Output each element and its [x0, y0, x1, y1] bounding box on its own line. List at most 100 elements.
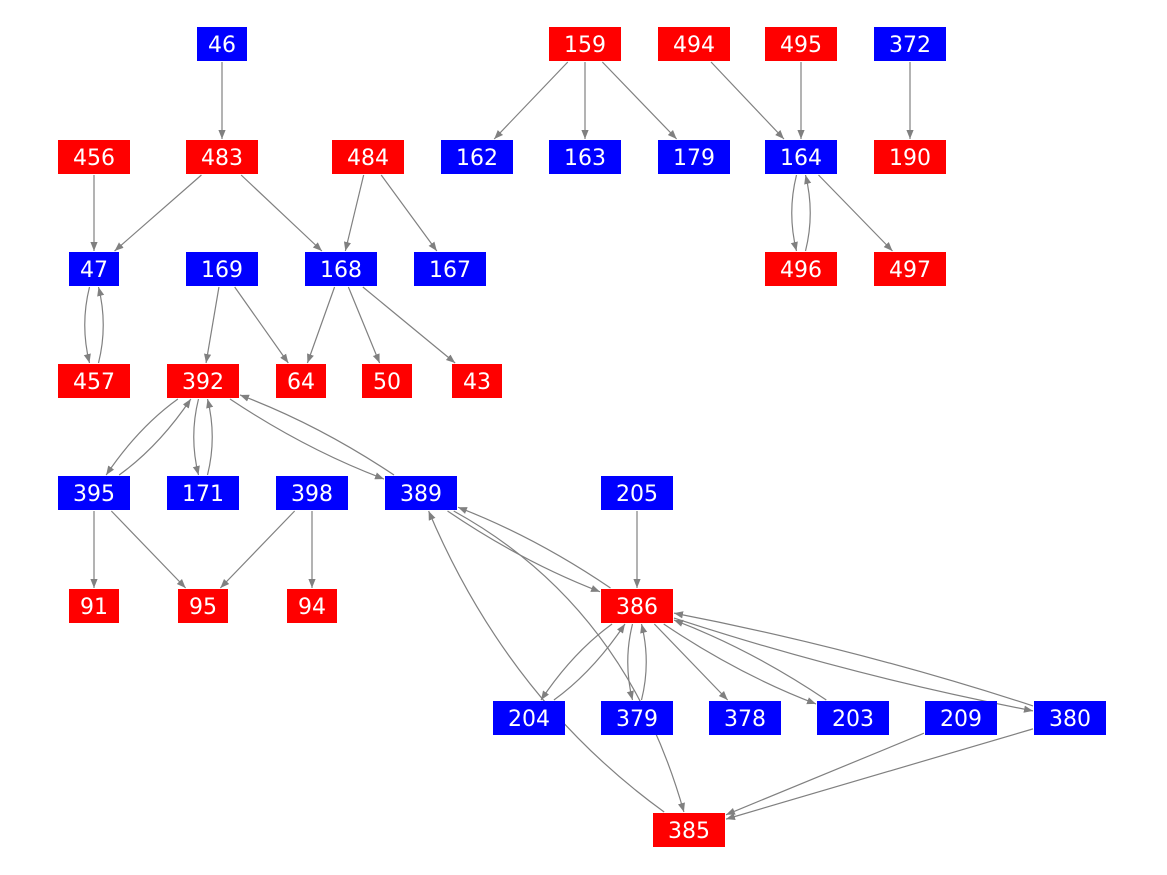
- node-box: [452, 364, 502, 398]
- node-46[interactable]: 46: [197, 27, 247, 61]
- node-392[interactable]: 392: [167, 364, 239, 398]
- node-168[interactable]: 168: [305, 252, 377, 286]
- node-385[interactable]: 385: [653, 813, 725, 847]
- node-box: [276, 476, 348, 510]
- edge-203-to-386: [673, 619, 827, 701]
- node-box: [653, 813, 725, 847]
- node-372[interactable]: 372: [874, 27, 946, 61]
- node-box: [362, 364, 412, 398]
- edge-159-to-179: [601, 61, 678, 140]
- node-label: 386: [616, 595, 658, 620]
- node-64[interactable]: 64: [276, 364, 326, 398]
- node-label: 483: [201, 146, 243, 171]
- edge-209-to-385: [725, 732, 925, 816]
- edge-159-to-162: [493, 61, 569, 140]
- edge-392-to-395: [105, 398, 179, 476]
- node-495[interactable]: 495: [765, 27, 837, 61]
- node-box: [658, 140, 730, 174]
- node-389[interactable]: 389: [385, 476, 457, 510]
- node-label: 379: [616, 707, 658, 732]
- node-box: [58, 476, 130, 510]
- node-label: 94: [298, 595, 326, 620]
- node-179[interactable]: 179: [658, 140, 730, 174]
- node-190[interactable]: 190: [874, 140, 946, 174]
- node-box: [197, 27, 247, 61]
- node-456[interactable]: 456: [58, 140, 130, 174]
- node-167[interactable]: 167: [414, 252, 486, 286]
- node-209[interactable]: 209: [925, 701, 997, 735]
- edge-483-to-47: [114, 174, 202, 252]
- node-box: [305, 252, 377, 286]
- edge-169-to-64: [234, 286, 289, 364]
- node-box: [167, 364, 239, 398]
- edge-385-to-389: [428, 510, 665, 813]
- node-169[interactable]: 169: [186, 252, 258, 286]
- node-label: 171: [182, 482, 224, 507]
- node-484[interactable]: 484: [332, 140, 404, 174]
- node-162[interactable]: 162: [441, 140, 513, 174]
- node-50[interactable]: 50: [362, 364, 412, 398]
- edge-204-to-386: [553, 623, 626, 701]
- node-497[interactable]: 497: [874, 252, 946, 286]
- node-159[interactable]: 159: [549, 27, 621, 61]
- node-483[interactable]: 483: [186, 140, 258, 174]
- node-95[interactable]: 95: [178, 589, 228, 623]
- node-box: [58, 364, 130, 398]
- node-box: [58, 140, 130, 174]
- edge-392-to-171: [192, 398, 200, 476]
- node-171[interactable]: 171: [167, 476, 239, 510]
- node-205[interactable]: 205: [601, 476, 673, 510]
- node-label: 162: [456, 146, 498, 171]
- node-380[interactable]: 380: [1034, 701, 1106, 735]
- node-496[interactable]: 496: [765, 252, 837, 286]
- edge-379-to-386: [640, 623, 648, 701]
- node-box: [167, 476, 239, 510]
- nodes-layer: 46 159 494 495 372 456 483 484 162 163 179 164 190 47…: [58, 27, 1106, 847]
- node-box: [765, 27, 837, 61]
- node-box: [1034, 701, 1106, 735]
- node-379[interactable]: 379: [601, 701, 673, 735]
- node-395[interactable]: 395: [58, 476, 130, 510]
- node-box: [874, 252, 946, 286]
- node-label: 46: [208, 33, 236, 58]
- node-label: 495: [780, 33, 822, 58]
- node-label: 372: [889, 33, 931, 58]
- edge-395-to-392: [118, 398, 192, 476]
- node-label: 159: [564, 33, 606, 58]
- node-398[interactable]: 398: [276, 476, 348, 510]
- node-box: [709, 701, 781, 735]
- node-box: [69, 589, 119, 623]
- node-378[interactable]: 378: [709, 701, 781, 735]
- edge-386-to-378: [653, 623, 729, 701]
- node-box: [549, 140, 621, 174]
- node-box: [765, 252, 837, 286]
- node-457[interactable]: 457: [58, 364, 130, 398]
- edge-484-to-167: [380, 174, 438, 252]
- node-43[interactable]: 43: [452, 364, 502, 398]
- node-204[interactable]: 204: [493, 701, 565, 735]
- node-box: [441, 140, 513, 174]
- node-label: 167: [429, 258, 471, 283]
- node-label: 190: [889, 146, 931, 171]
- edge-398-to-95: [219, 510, 296, 589]
- node-label: 91: [80, 595, 108, 620]
- node-164[interactable]: 164: [765, 140, 837, 174]
- node-386[interactable]: 386: [601, 589, 673, 623]
- node-47[interactable]: 47: [69, 252, 119, 286]
- node-box: [69, 252, 119, 286]
- node-box: [549, 27, 621, 61]
- node-94[interactable]: 94: [287, 589, 337, 623]
- node-label: 169: [201, 258, 243, 283]
- edge-164-to-497: [818, 174, 893, 252]
- node-label: 378: [724, 707, 766, 732]
- node-label: 395: [73, 482, 115, 507]
- edge-168-to-43: [362, 286, 456, 364]
- node-91[interactable]: 91: [69, 589, 119, 623]
- node-163[interactable]: 163: [549, 140, 621, 174]
- edge-164-to-496: [790, 174, 798, 252]
- node-box: [276, 364, 326, 398]
- edge-171-to-392: [206, 398, 214, 476]
- node-203[interactable]: 203: [817, 701, 889, 735]
- node-494[interactable]: 494: [658, 27, 730, 61]
- edge-386-to-389: [457, 506, 611, 589]
